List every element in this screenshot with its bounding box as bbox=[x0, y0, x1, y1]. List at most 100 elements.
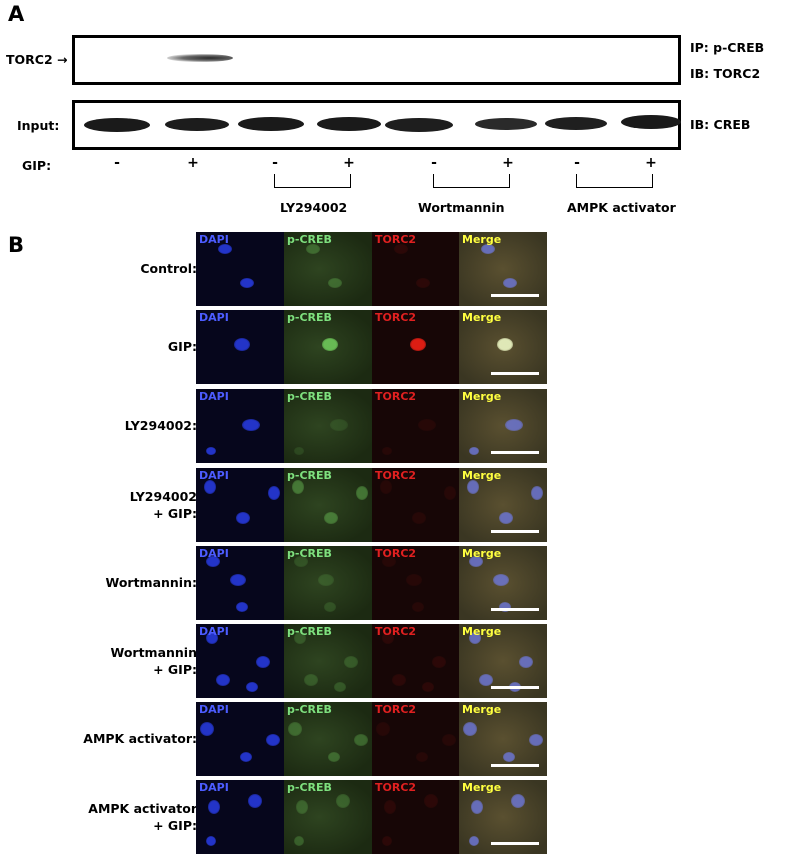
dapi-image-row-3: DAPI bbox=[196, 468, 284, 542]
nucleus bbox=[382, 836, 392, 846]
nucleus bbox=[240, 278, 254, 288]
dapi-channel-label: DAPI bbox=[199, 233, 229, 246]
wortmannin-label: Wortmannin bbox=[418, 200, 505, 215]
gip-sign-4: + bbox=[343, 155, 355, 171]
ip-pcreb-label: IP: p-CREB bbox=[690, 40, 765, 55]
dapi-channel-label: DAPI bbox=[199, 547, 229, 560]
scale-bar bbox=[491, 842, 539, 845]
row-label-line1: LY294002 bbox=[129, 489, 197, 504]
row-label-3: LY294002+ GIP: bbox=[130, 488, 197, 522]
scale-bar bbox=[491, 451, 539, 454]
ampk-activator-label: AMPK activator bbox=[567, 200, 676, 215]
creb-band-2 bbox=[165, 118, 229, 131]
merge-image-row-7: Merge bbox=[459, 780, 547, 854]
nucleus bbox=[505, 419, 523, 431]
nucleus bbox=[234, 338, 250, 351]
torc2-channel-label: TORC2 bbox=[375, 703, 417, 716]
pcreb-image-row-0: p-CREB bbox=[284, 232, 372, 306]
panel-b-letter: B bbox=[8, 233, 25, 257]
dapi-channel-label: DAPI bbox=[199, 781, 229, 794]
row-label-2: LY294002: bbox=[125, 417, 197, 434]
merge-channel-label: Merge bbox=[462, 469, 502, 482]
torc2-image-row-7: TORC2 bbox=[372, 780, 460, 854]
torc2-channel-label: TORC2 bbox=[375, 233, 417, 246]
nucleus bbox=[240, 752, 252, 762]
torc2-channel-label: TORC2 bbox=[375, 311, 417, 324]
dapi-image-row-4: DAPI bbox=[196, 546, 284, 620]
nucleus bbox=[382, 556, 396, 567]
dapi-image-row-5: DAPI bbox=[196, 624, 284, 698]
nucleus bbox=[246, 682, 258, 692]
nucleus bbox=[266, 734, 280, 746]
ib-creb-label: IB: CREB bbox=[690, 117, 751, 132]
torc2-image-row-3: TORC2 bbox=[372, 468, 460, 542]
ly294002-bracket bbox=[274, 174, 351, 188]
panel-a-letter: A bbox=[8, 2, 25, 26]
gip-sign-5: - bbox=[431, 155, 437, 171]
nucleus bbox=[406, 574, 422, 586]
nucleus bbox=[382, 447, 392, 455]
torc2-channel-label: TORC2 bbox=[375, 390, 417, 403]
pcreb-channel-label: p-CREB bbox=[287, 703, 332, 716]
dapi-channel-label: DAPI bbox=[199, 311, 229, 324]
scale-bar bbox=[491, 294, 539, 297]
creb-band-6 bbox=[475, 118, 537, 130]
pcreb-channel-label: p-CREB bbox=[287, 311, 332, 324]
ampk-bracket bbox=[576, 174, 653, 188]
merge-image-row-4: Merge bbox=[459, 546, 547, 620]
nucleus bbox=[463, 722, 477, 736]
dapi-channel-label: DAPI bbox=[199, 390, 229, 403]
nucleus bbox=[376, 722, 390, 736]
scale-bar bbox=[491, 530, 539, 533]
merge-channel-label: Merge bbox=[462, 233, 502, 246]
nucleus bbox=[356, 486, 368, 500]
nucleus bbox=[469, 556, 483, 567]
merge-channel-label: Merge bbox=[462, 311, 502, 324]
nucleus bbox=[206, 836, 216, 846]
dapi-image-row-0: DAPI bbox=[196, 232, 284, 306]
nucleus bbox=[288, 722, 302, 736]
nucleus bbox=[218, 244, 232, 254]
nucleus bbox=[328, 752, 340, 762]
nucleus bbox=[384, 800, 396, 814]
creb-band-4 bbox=[317, 117, 381, 131]
dapi-channel-label: DAPI bbox=[199, 625, 229, 638]
pcreb-image-row-1: p-CREB bbox=[284, 310, 372, 384]
merge-channel-label: Merge bbox=[462, 781, 502, 794]
nucleus bbox=[294, 632, 306, 644]
nucleus bbox=[216, 674, 230, 686]
nucleus bbox=[206, 632, 218, 644]
creb-band-7 bbox=[545, 117, 607, 130]
merge-channel-label: Merge bbox=[462, 703, 502, 716]
nucleus bbox=[432, 656, 446, 668]
dapi-channel-label: DAPI bbox=[199, 469, 229, 482]
nucleus bbox=[503, 752, 515, 762]
row-label-line1: LY294002: bbox=[124, 418, 197, 433]
scale-bar bbox=[491, 372, 539, 375]
row-label-line2: + GIP: bbox=[153, 818, 197, 833]
row-label-line1: Wortmannin: bbox=[105, 575, 197, 590]
nucleus bbox=[499, 602, 511, 612]
nucleus bbox=[206, 447, 216, 455]
nucleus bbox=[519, 656, 533, 668]
nucleus bbox=[412, 602, 424, 612]
torc2-arrow-label: TORC2 → bbox=[6, 52, 68, 67]
dapi-image-row-6: DAPI bbox=[196, 702, 284, 776]
merge-channel-label: Merge bbox=[462, 625, 502, 638]
pcreb-channel-label: p-CREB bbox=[287, 233, 332, 246]
nucleus bbox=[467, 480, 479, 494]
torc2-image-row-4: TORC2 bbox=[372, 546, 460, 620]
torc2-channel-label: TORC2 bbox=[375, 469, 417, 482]
nucleus bbox=[511, 794, 525, 808]
nucleus bbox=[424, 794, 438, 808]
nucleus bbox=[306, 244, 320, 254]
ib-torc2-label: IB: TORC2 bbox=[690, 66, 761, 81]
pcreb-image-row-2: p-CREB bbox=[284, 389, 372, 463]
row-label-6: AMPK activator: bbox=[83, 730, 197, 747]
row-label-5: Wortmannin+ GIP: bbox=[110, 644, 197, 678]
nucleus bbox=[204, 480, 216, 494]
ly294002-label: LY294002 bbox=[280, 200, 348, 215]
gip-label: GIP: bbox=[22, 158, 52, 173]
pcreb-channel-label: p-CREB bbox=[287, 469, 332, 482]
row-label-line2: + GIP: bbox=[153, 662, 197, 677]
